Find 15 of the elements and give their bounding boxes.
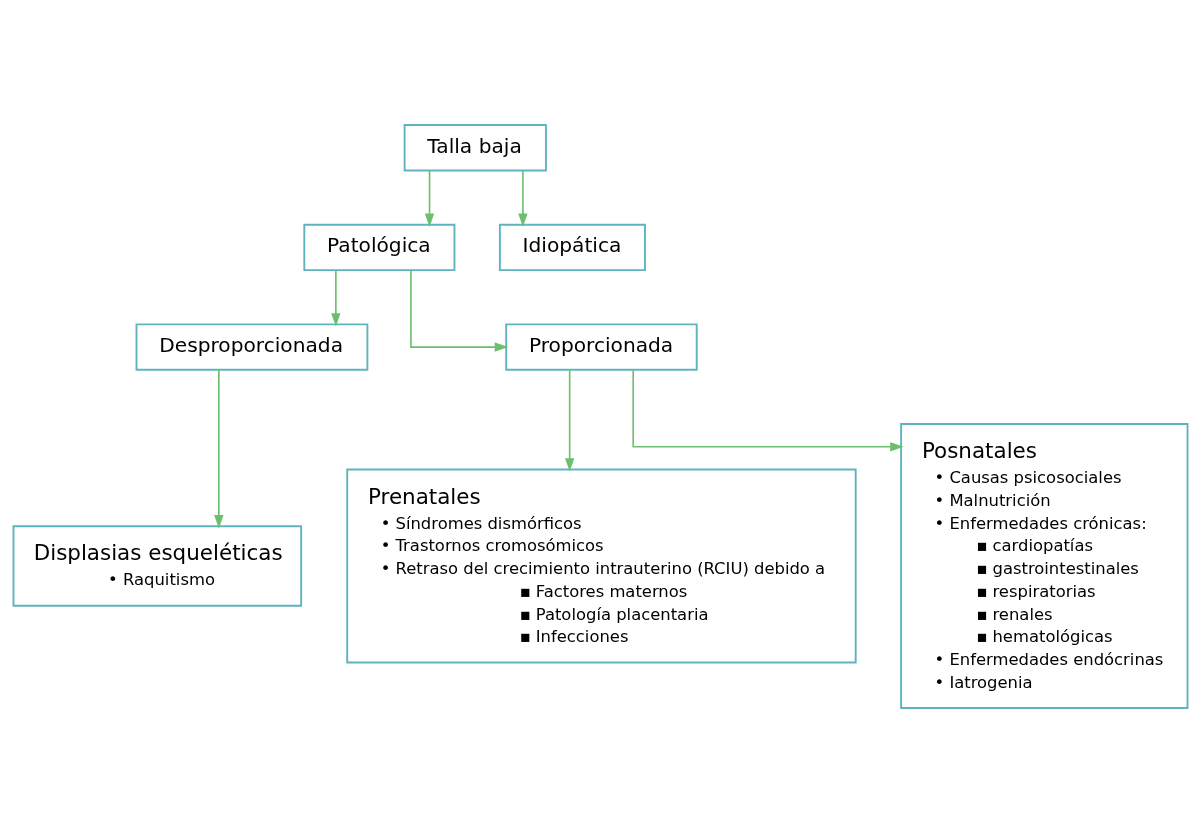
arrow	[424, 169, 435, 227]
node-box: Posnatales • Causas psicosociales • Malnutrición • Enfermedades crónicas: ▪ cardiopatías ▪ gastrointestinales ▪ respiratorias ▪ renales ▪ hematológicas • Enfermedades endócrinas • Iatrogenia	[900, 422, 1189, 709]
arrow	[214, 368, 224, 528]
arrow	[410, 269, 509, 352]
node-box: Talla baja	[403, 123, 547, 171]
arrow	[518, 169, 528, 227]
node-box: Prenatales • Síndromes dismórficos • Trastornos cromosómicos • Retraso del crecimiento intrauterino (RCIU) debido a ▪ Factores maternos ▪ Patología placentaria ▪ Infecciones	[346, 468, 857, 663]
node-box: Patológica	[303, 223, 456, 271]
node-box: Displasias esqueléticas • Raquitismo	[12, 524, 303, 607]
arrow	[331, 269, 341, 327]
arrow	[632, 368, 904, 451]
node-box: Idiopática	[498, 223, 646, 271]
node-box: Desproporcionada	[135, 322, 369, 371]
node-box: Proporcionada	[505, 322, 698, 371]
arrow	[565, 368, 575, 472]
